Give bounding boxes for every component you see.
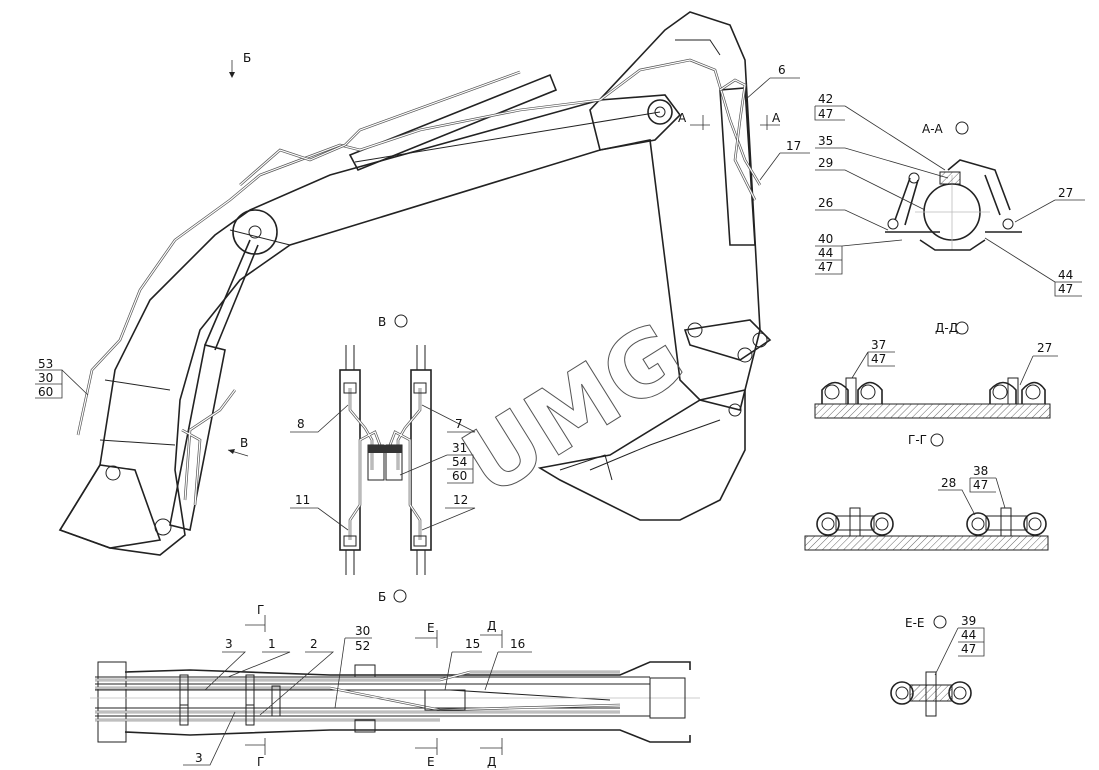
callout-44: 44 bbox=[818, 246, 833, 260]
callout-6: 6 bbox=[778, 63, 786, 77]
cut-mark-d-top: Д bbox=[487, 619, 496, 633]
rotation-icon bbox=[930, 433, 944, 447]
section-e-e-title: Е-Е bbox=[905, 616, 925, 630]
callout-47: 47 bbox=[973, 478, 988, 492]
callout-3: 3 bbox=[225, 637, 233, 651]
excavator-side-view: Б В А А 6 17 53 30 60 bbox=[35, 11, 810, 556]
callout-47: 47 bbox=[961, 642, 976, 656]
cut-mark-g-top: Г bbox=[257, 603, 264, 617]
callout-11: 11 bbox=[295, 493, 310, 507]
callout-44: 44 bbox=[961, 628, 976, 642]
callout-37: 37 bbox=[871, 338, 886, 352]
callout-54: 54 bbox=[452, 455, 467, 469]
cut-mark-d-bottom: Д bbox=[487, 755, 496, 769]
callout-28: 28 bbox=[941, 476, 956, 490]
rotation-icon bbox=[955, 121, 969, 135]
callout-53: 53 bbox=[38, 357, 53, 371]
callout-60: 60 bbox=[38, 385, 53, 399]
view-b-title: Б bbox=[378, 590, 386, 604]
callout-47: 47 bbox=[818, 107, 833, 121]
cut-mark-e-bottom: Е bbox=[427, 755, 435, 769]
callout-38: 38 bbox=[973, 464, 988, 478]
callout-17: 17 bbox=[786, 139, 801, 153]
callout-7: 7 bbox=[455, 417, 463, 431]
section-g-g-title: Г-Г bbox=[908, 433, 927, 447]
callout-2: 2 bbox=[310, 637, 318, 651]
view-mark-b: Б bbox=[243, 51, 251, 65]
cut-mark-a-right: А bbox=[772, 111, 781, 125]
callout-16: 16 bbox=[510, 637, 525, 651]
section-a-a: А-А 42 47 35 29 26 27 40 44 47 44 47 bbox=[814, 92, 1085, 297]
callout-39: 39 bbox=[961, 614, 976, 628]
callout-60: 60 bbox=[452, 469, 467, 483]
callout-26: 26 bbox=[818, 196, 833, 210]
callout-44: 44 bbox=[1058, 268, 1073, 282]
callout-52: 52 bbox=[355, 639, 370, 653]
section-d-d-title: Д-Д bbox=[935, 321, 958, 335]
callout-29: 29 bbox=[818, 156, 833, 170]
watermark-umg: UMG bbox=[446, 302, 702, 516]
rotation-icon bbox=[393, 589, 407, 603]
callout-27: 27 bbox=[1037, 341, 1052, 355]
callout-8: 8 bbox=[297, 417, 305, 431]
callout-30: 30 bbox=[355, 624, 370, 638]
callout-12: 12 bbox=[453, 493, 468, 507]
rotation-icon bbox=[955, 321, 969, 335]
callout-42: 42 bbox=[818, 92, 833, 106]
section-d-d: Д-Д 37 47 27 bbox=[814, 321, 1058, 419]
view-v-title: В bbox=[378, 315, 386, 329]
cut-mark-e-top: Е bbox=[427, 621, 435, 635]
view-v: В 8 7 31 54 60 11 12 Б bbox=[290, 314, 476, 604]
rotation-icon bbox=[394, 314, 408, 328]
callout-47: 47 bbox=[818, 260, 833, 274]
callout-3: 3 bbox=[195, 751, 203, 765]
rotation-icon bbox=[933, 615, 947, 629]
callout-15: 15 bbox=[465, 637, 480, 651]
section-e-e: Е-Е 39 44 47 bbox=[890, 614, 985, 717]
callout-30: 30 bbox=[38, 371, 53, 385]
callout-40: 40 bbox=[818, 232, 833, 246]
section-g-g: Г-Г 38 47 28 bbox=[804, 433, 1049, 551]
callout-31: 31 bbox=[452, 441, 467, 455]
callout-35: 35 bbox=[818, 134, 833, 148]
cut-mark-g-bottom: Г bbox=[257, 755, 264, 769]
cut-mark-a-left: А bbox=[678, 111, 687, 125]
view-b-top-view: Г Г Е Е Д Д 3 1 2 30 52 15 16 3 bbox=[90, 603, 700, 769]
callout-1: 1 bbox=[268, 637, 276, 651]
callout-47: 47 bbox=[1058, 282, 1073, 296]
callout-47: 47 bbox=[871, 352, 886, 366]
section-a-a-title: А-А bbox=[922, 122, 944, 136]
callout-27: 27 bbox=[1058, 186, 1073, 200]
view-mark-v: В bbox=[240, 436, 248, 450]
